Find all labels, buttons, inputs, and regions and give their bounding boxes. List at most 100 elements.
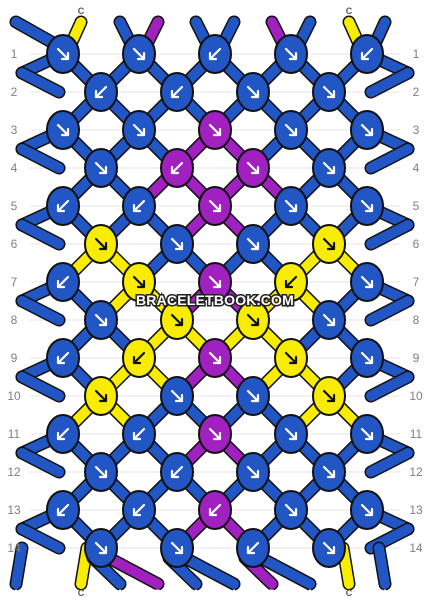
knot xyxy=(160,528,194,568)
top-string-label: A xyxy=(382,6,389,16)
knot xyxy=(274,34,308,74)
arrow-down-left-icon xyxy=(170,465,184,479)
bottom-string-label: A xyxy=(307,588,314,598)
knot xyxy=(122,262,156,302)
arrow-down-right-icon xyxy=(284,503,298,517)
arrow-down-right-icon xyxy=(94,161,108,175)
arrow-down-right-icon xyxy=(208,351,222,365)
knot xyxy=(350,110,384,150)
row-number-left: 10 xyxy=(7,389,21,403)
arrow-down-right-icon xyxy=(208,123,222,137)
arrow-down-left-icon xyxy=(132,199,146,213)
knot xyxy=(274,262,308,302)
bottom-string-label: C xyxy=(346,588,353,598)
knot xyxy=(350,34,384,74)
row-number-left: 11 xyxy=(8,427,21,441)
arrow-down-right-icon xyxy=(246,237,260,251)
knot xyxy=(84,452,118,492)
thread-segment xyxy=(374,543,390,589)
arrow-down-left-icon xyxy=(56,199,70,213)
arrow-down-right-icon xyxy=(284,123,298,137)
bottom-string-label: A xyxy=(231,588,238,598)
arrow-down-right-icon xyxy=(322,313,336,327)
knot xyxy=(350,414,384,454)
arrow-down-left-icon xyxy=(94,85,108,99)
knot xyxy=(46,34,80,74)
knot xyxy=(46,338,80,378)
knot xyxy=(122,414,156,454)
knot xyxy=(46,414,80,454)
knot xyxy=(312,224,346,264)
arrow-down-left-icon xyxy=(208,503,222,517)
row-number-right: 7 xyxy=(413,275,420,289)
thread-segment xyxy=(366,296,413,325)
arrow-down-right-icon xyxy=(132,275,146,289)
thread-segment xyxy=(104,553,163,589)
arrow-down-right-icon xyxy=(56,47,70,61)
arrow-down-left-icon xyxy=(170,161,184,175)
arrow-down-left-icon xyxy=(56,503,70,517)
knot xyxy=(160,224,194,264)
knot xyxy=(312,452,346,492)
arrow-down-right-icon xyxy=(94,389,108,403)
arrow-down-right-icon xyxy=(322,85,336,99)
knot xyxy=(160,300,194,340)
arrow-down-right-icon xyxy=(246,313,260,327)
knot xyxy=(350,262,384,302)
knot xyxy=(198,110,232,150)
arrow-down-right-icon xyxy=(246,161,260,175)
knot xyxy=(236,300,270,340)
thread-segment xyxy=(17,524,64,553)
arrow-down-right-icon xyxy=(132,123,146,137)
arrow-down-right-icon xyxy=(360,427,374,441)
row-number-right: 13 xyxy=(409,503,423,517)
knot xyxy=(84,148,118,188)
thread-segment xyxy=(256,553,315,589)
knot xyxy=(84,376,118,416)
arrow-down-left-icon xyxy=(56,427,70,441)
knot xyxy=(274,110,308,150)
arrow-down-right-icon xyxy=(56,123,70,137)
knot xyxy=(122,34,156,74)
knot xyxy=(236,224,270,264)
bottom-string-label: C xyxy=(78,588,85,598)
knot xyxy=(46,262,80,302)
knot-layer xyxy=(46,34,384,568)
top-string-label: A xyxy=(193,6,200,16)
arrow-down-right-icon xyxy=(246,465,260,479)
arrow-down-left-icon xyxy=(284,275,298,289)
arrow-down-left-icon xyxy=(360,47,374,61)
arrow-down-right-icon xyxy=(360,351,374,365)
arrow-down-right-icon xyxy=(360,199,374,213)
knot xyxy=(122,186,156,226)
arrow-down-right-icon xyxy=(170,313,184,327)
thread-segment xyxy=(17,68,64,97)
row-number-left: 4 xyxy=(11,161,18,175)
arrow-down-right-icon xyxy=(94,237,108,251)
arrow-down-right-icon xyxy=(284,351,298,365)
knot xyxy=(312,72,346,112)
arrow-down-right-icon xyxy=(208,199,222,213)
knot xyxy=(312,300,346,340)
arrow-down-right-icon xyxy=(94,313,108,327)
knot xyxy=(160,72,194,112)
arrow-down-right-icon xyxy=(132,47,146,61)
knot xyxy=(46,110,80,150)
knot xyxy=(84,300,118,340)
top-string-label: A xyxy=(117,6,124,16)
bottom-string-label: A xyxy=(382,588,389,598)
row-number-right: 10 xyxy=(409,389,423,403)
row-number-left: 3 xyxy=(11,123,18,137)
row-number-left: 2 xyxy=(11,85,18,99)
arrow-down-right-icon xyxy=(284,47,298,61)
knot xyxy=(312,376,346,416)
arrow-down-right-icon xyxy=(360,503,374,517)
arrow-down-right-icon xyxy=(322,465,336,479)
arrow-down-right-icon xyxy=(246,85,260,99)
bottom-string-label: A xyxy=(117,588,124,598)
arrow-down-left-icon xyxy=(56,351,70,365)
thread-segment xyxy=(366,68,413,97)
knot xyxy=(274,338,308,378)
knot xyxy=(198,186,232,226)
thread-segment xyxy=(17,448,64,477)
